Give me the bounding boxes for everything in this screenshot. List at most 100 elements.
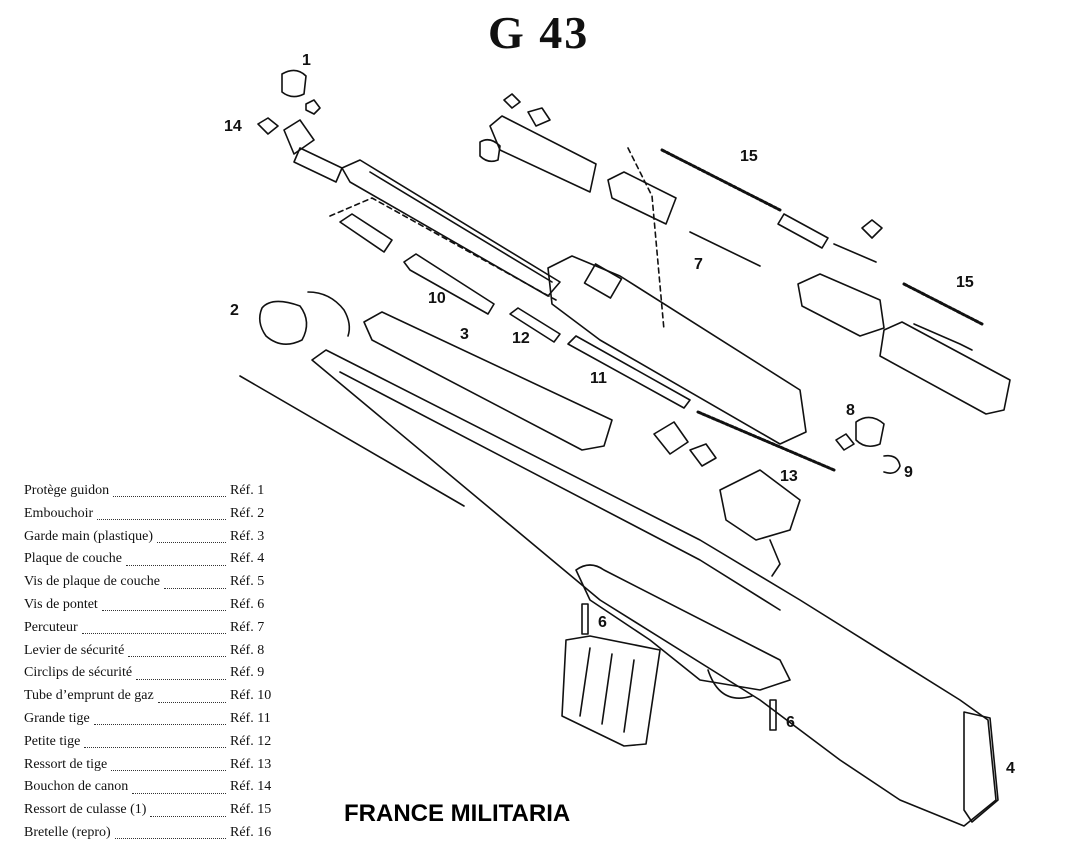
part-front-sight-hood xyxy=(281,69,307,98)
part-guard-screw-lower xyxy=(769,699,777,731)
legend-row: Circlips de sécurité Réf. 9 xyxy=(24,662,286,685)
part-gas-cylinder xyxy=(339,213,393,253)
part-trigger-guard xyxy=(575,564,791,691)
legend-dot-leader xyxy=(125,554,226,566)
part-cleaning-rod xyxy=(239,375,465,507)
callout-2: 2 xyxy=(230,302,239,319)
part-bolt-head xyxy=(797,273,885,337)
part-bolt-spring-15b xyxy=(902,282,984,326)
legend-part-name: Protège guidon xyxy=(24,483,110,498)
brand-label: FRANCE MILITARIA xyxy=(344,800,571,827)
part-long-rod-11 xyxy=(567,335,691,409)
part-magazine xyxy=(561,635,661,747)
part-short-rod-12 xyxy=(509,307,561,343)
legend-reference: Réf. 10 xyxy=(230,688,272,704)
legend-part-name: Ressort de tige xyxy=(24,756,108,772)
part-barrel-front xyxy=(283,119,315,155)
callout-14: 14 xyxy=(224,118,242,135)
diagram-title: G 43 xyxy=(488,7,590,58)
part-handguard xyxy=(363,311,613,451)
legend-row: Ressort de culasse (1) Réf. 15 xyxy=(24,799,286,822)
part-gas-tube-10 xyxy=(403,253,495,315)
legend-part-name: Bouchon de canon xyxy=(24,779,129,795)
part-receiver xyxy=(547,255,807,445)
legend-reference: Réf. 11 xyxy=(230,710,271,726)
legend-row: Bretelle (repro) Réf. 16 xyxy=(24,822,286,845)
part-bolt xyxy=(607,171,677,225)
legend-reference: Réf. 9 xyxy=(230,665,265,681)
part-guard-screw-upper xyxy=(581,603,589,635)
legend-row: Vis de plaque de couche Réf. 5 xyxy=(24,571,286,594)
legend-row: Vis de pontet Réf. 6 xyxy=(24,594,286,617)
legend-part-name: Vis de pontet xyxy=(24,596,98,612)
part-muzzle-plug xyxy=(257,117,279,135)
part-safety-clip xyxy=(883,454,901,474)
legend-reference: Réf. 3 xyxy=(230,528,265,544)
part-top-cover xyxy=(879,321,1011,415)
legend-reference: Réf. 5 xyxy=(230,574,265,590)
legend-reference: Réf. 14 xyxy=(230,779,272,795)
callout-3: 3 xyxy=(460,326,469,343)
legend-reference: Réf. 13 xyxy=(230,756,272,772)
legend-part-name: Garde main (plastique) xyxy=(24,528,154,544)
callout-10: 10 xyxy=(428,290,446,307)
legend-reference: Réf. 1 xyxy=(230,483,265,498)
legend-reference: Réf. 7 xyxy=(230,619,265,635)
legend-row: Bouchon de canon Réf. 14 xyxy=(24,776,286,799)
legend-dot-leader xyxy=(111,759,226,771)
legend-row: Protège guidon Réf. 1 xyxy=(24,480,286,503)
legend-reference: Réf. 4 xyxy=(230,551,265,567)
legend-part-name: Levier de sécurité xyxy=(24,642,125,658)
legend-part-name: Ressort de culasse (1) xyxy=(24,802,147,818)
legend-dot-leader xyxy=(157,531,226,543)
part-trigger-parts xyxy=(653,421,689,455)
part-bolt-spring-15 xyxy=(660,148,782,212)
part-firing-pin-7 xyxy=(689,231,761,267)
legend-part-name: Petite tige xyxy=(24,733,81,749)
legend-dot-leader xyxy=(101,599,226,612)
legend-dot-leader xyxy=(93,713,226,726)
legend-part-name: Vis de plaque de couche xyxy=(24,574,160,590)
legend-dot-leader xyxy=(157,691,226,703)
callout-9: 9 xyxy=(904,464,913,481)
legend-part-name: Percuteur xyxy=(24,619,78,635)
callout-11: 11 xyxy=(590,370,607,387)
legend-row: Plaque de couche Réf. 4 xyxy=(24,548,286,571)
legend-reference: Réf. 6 xyxy=(230,596,265,612)
legend-part-name: Circlips de sécurité xyxy=(24,665,133,681)
legend-dot-leader xyxy=(132,782,226,794)
legend-dot-leader xyxy=(128,645,226,657)
legend-dot-leader xyxy=(150,805,226,817)
callout-15b: 15 xyxy=(956,274,974,291)
part-bolt-carrier xyxy=(489,115,597,193)
callout-4: 4 xyxy=(1006,760,1015,777)
part-butt-plate xyxy=(963,711,999,823)
legend-dot-leader xyxy=(164,577,226,589)
legend-row: Percuteur Réf. 7 xyxy=(24,617,286,640)
legend-reference: Réf. 15 xyxy=(230,802,272,818)
part-nose-cap xyxy=(258,300,308,345)
legend-reference: Réf. 16 xyxy=(230,824,272,840)
callout-7: 7 xyxy=(694,256,703,273)
callout-15: 15 xyxy=(740,148,758,165)
callout-6-lower: 6 xyxy=(786,714,795,731)
legend-dot-leader xyxy=(84,736,226,749)
callout-1: 1 xyxy=(302,52,311,69)
legend-part-name: Bretelle (repro) xyxy=(24,824,111,840)
legend-part-name: Plaque de couche xyxy=(24,551,122,567)
part-safety-lever xyxy=(855,416,885,448)
callout-13: 13 xyxy=(780,468,798,485)
legend-dot-leader xyxy=(113,485,226,498)
legend-dot-leader xyxy=(114,827,226,840)
legend-dot-leader xyxy=(81,622,226,635)
legend-reference: Réf. 2 xyxy=(230,505,265,521)
part-barrel xyxy=(341,159,561,297)
